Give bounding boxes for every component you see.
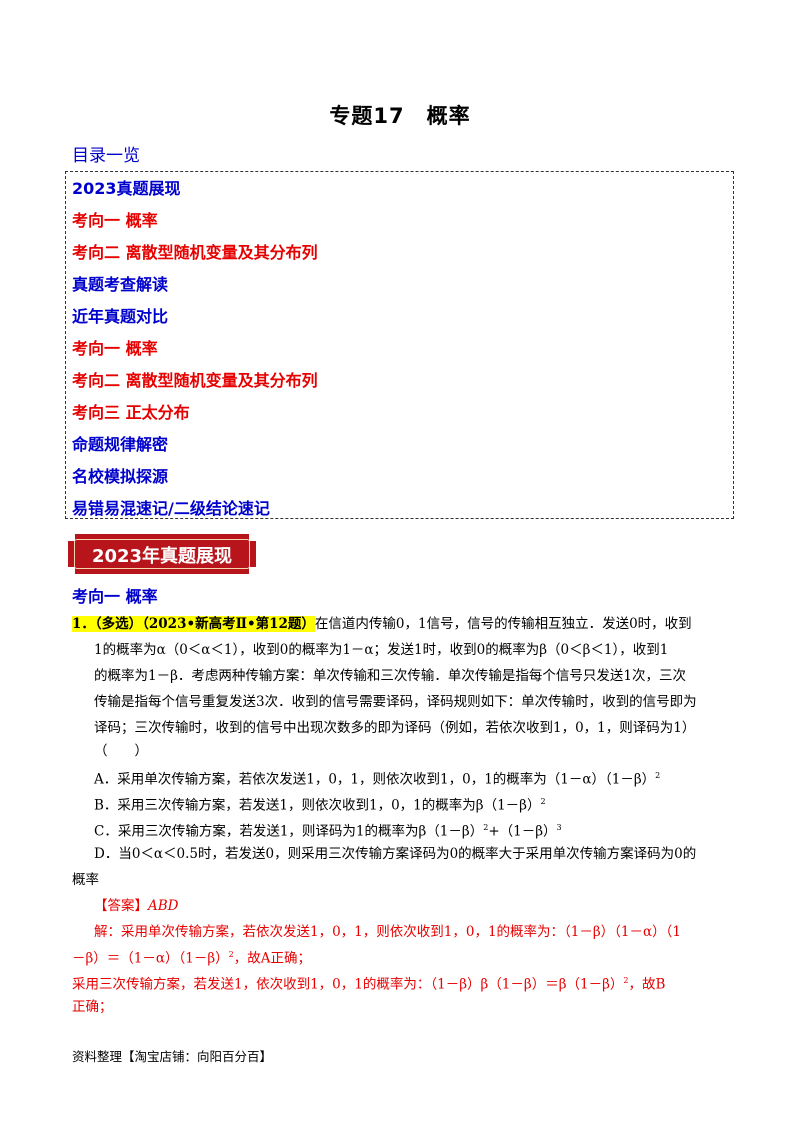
answer-blank: （ ） xyxy=(94,743,148,759)
toc-item[interactable]: 2023真题展现 xyxy=(72,179,181,198)
answer-line: 【答案】ABD xyxy=(94,898,179,914)
toc-item[interactable]: 真题考查解读 xyxy=(72,275,169,294)
question-text: 译码；三次传输时，收到的信号中出现次数多的即为译码（例如，若依次收到1，0，1，… xyxy=(94,720,696,736)
option-a: A．采用单次传输方案，若依次发送1，0，1，则依次收到1，0，1的概率为（1－α… xyxy=(94,771,661,788)
page-title: 专题17 概率 xyxy=(329,104,471,128)
toc-box: 2023真题展现 考向一 概率 考向二 离散型随机变量及其分布列 真题考查解读 … xyxy=(65,171,734,519)
solution-text: 采用三次传输方案，若发送1，依次收到1，0，1的概率为：（1－β）β（1－β）＝… xyxy=(72,976,666,993)
solution-text: －β）＝（1－α）（1－β）2，故A正确； xyxy=(72,950,311,967)
solution-text: 正确； xyxy=(72,999,113,1015)
toc-item[interactable]: 近年真题对比 xyxy=(72,307,169,326)
section-banner: 2023年真题展现 xyxy=(67,533,257,575)
question-text: 1的概率为α（0＜α＜1），收到0的概率为1－α；发送1时，收到0的概率为β（0… xyxy=(94,642,669,658)
toc-item[interactable]: 名校模拟探源 xyxy=(72,467,169,486)
footer-note: 资料整理【淘宝店铺：向阳百分百】 xyxy=(72,1049,273,1064)
toc-item[interactable]: 命题规律解密 xyxy=(72,435,169,454)
toc-item[interactable]: 易错易混速记/二级结论速记 xyxy=(72,499,270,518)
toc-item[interactable]: 考向一 概率 xyxy=(72,211,158,230)
option-d-cont: 概率 xyxy=(72,872,99,888)
solution-text: 解：采用单次传输方案，若依次发送1，0，1，则依次收到1，0，1的概率为：（1－… xyxy=(94,924,681,940)
option-b: B．采用三次传输方案，若发送1，则依次收到1，0，1的概率为β（1－β）2 xyxy=(94,797,546,814)
toc-item[interactable]: 考向一 概率 xyxy=(72,339,158,358)
banner-frame xyxy=(74,539,250,569)
toc-item[interactable]: 考向三 正太分布 xyxy=(72,403,190,422)
toc-item[interactable]: 考向二 离散型随机变量及其分布列 xyxy=(72,371,318,390)
question-text: 的概率为1－β．考虑两种传输方案：单次传输和三次传输．单次传输是指每个信号只发送… xyxy=(94,668,686,684)
section-heading: 考向一 概率 xyxy=(72,587,158,606)
option-d: D．当0＜α＜0.5时，若发送0，则采用三次传输方案译码为0的概率大于采用单次传… xyxy=(94,846,697,862)
toc-heading: 目录一览 xyxy=(72,146,140,166)
toc-item[interactable]: 考向二 离散型随机变量及其分布列 xyxy=(72,243,318,262)
question-text: 在信道内传输0，1信号，信号的传输相互独立．发送0时，收到 xyxy=(314,616,692,632)
banner-title: 2023年真题展现 xyxy=(91,546,233,567)
question-text: 传输是指每个信号重复发送3次．收到的信号需要译码，译码规则如下：单次传输时，收到… xyxy=(94,694,697,710)
question-tag: 1．（多选）（2023•新高考Ⅱ•第12题） xyxy=(72,616,315,632)
option-c: C．采用三次传输方案，若发送1，则译码为1的概率为β（1－β）2+（1－β）3 xyxy=(94,823,562,840)
